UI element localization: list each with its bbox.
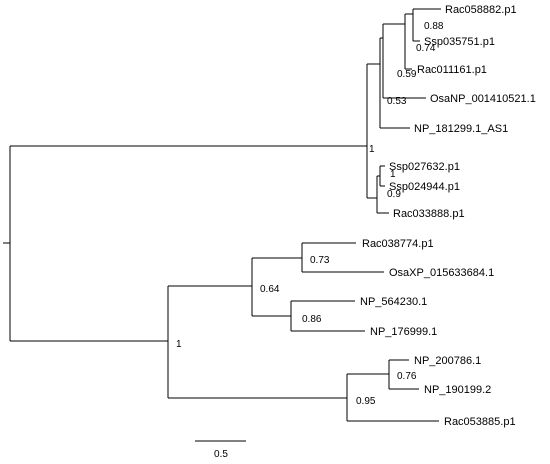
scale-bar-label: 0.5 [214, 449, 228, 460]
leaf-label: Ssp035751.p1 [424, 36, 495, 48]
leaf-label: NP_200786.1 [414, 355, 481, 367]
support-value: 0.73 [310, 255, 330, 266]
support-value: 0.9 [387, 189, 401, 200]
support-value: 0.86 [302, 314, 322, 325]
support-value: 0.95 [356, 396, 376, 407]
leaf-label: Ssp024944.p1 [389, 181, 460, 193]
leaf-label: Rac033888.p1 [393, 208, 465, 220]
leaf-label: NP_181299.1_AS1 [414, 123, 508, 135]
leaf-label: Rac058882.p1 [445, 4, 517, 16]
support-value: 0.53 [387, 96, 407, 107]
support-value: 1 [369, 144, 375, 155]
leaf-label: NP_176999.1 [370, 326, 437, 338]
leaf-label: NP_190199.2 [424, 384, 491, 396]
support-value: 0.76 [397, 371, 417, 382]
leaf-label: NP_564230.1 [360, 296, 427, 308]
support-value: 1 [176, 339, 182, 350]
leaf-label: Rac038774.p1 [362, 238, 434, 250]
support-value: 0.74 [416, 43, 436, 54]
leaf-label: Rac011161.p1 [417, 64, 487, 76]
support-value: 0.88 [424, 21, 444, 32]
leaf-label: Rac053885.p1 [444, 416, 516, 428]
support-value: 0.59 [397, 69, 417, 80]
support-value: 0.64 [260, 284, 280, 295]
support-value: 1 [390, 169, 396, 180]
leaf-label: OsaXP_015633684.1 [389, 267, 494, 279]
leaf-label: Ssp027632.p1 [389, 161, 460, 173]
leaf-label: OsaNP_001410521.1 [430, 93, 536, 105]
